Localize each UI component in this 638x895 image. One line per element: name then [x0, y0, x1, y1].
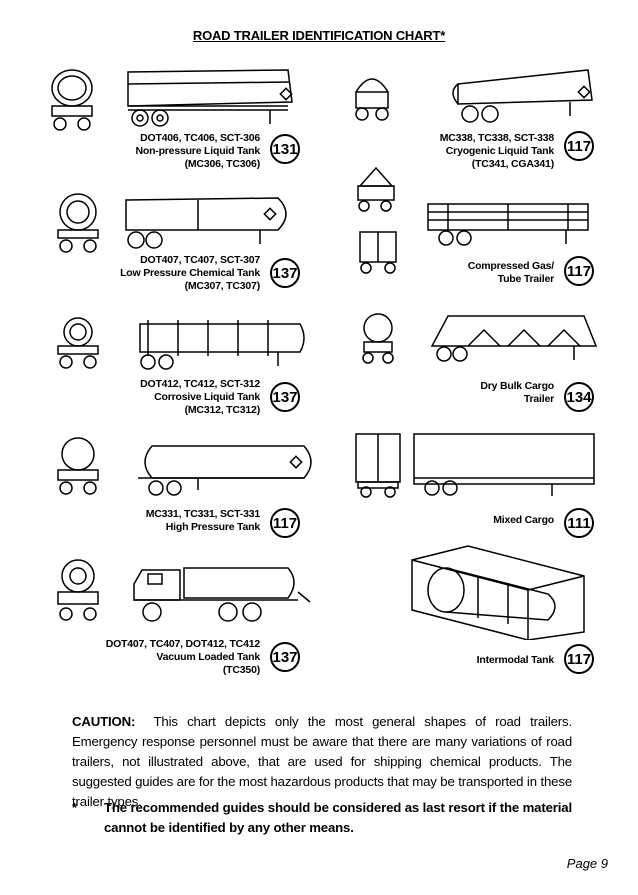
guide-number-badge: 134: [564, 382, 594, 412]
trailer-entry-cryogenic-liquid-tank: MC338, TC338, SCT-338 Cryogenic Liquid T…: [348, 62, 610, 182]
guide-number-badge: 137: [270, 382, 300, 412]
page-number: Page 9: [566, 856, 608, 871]
caution-paragraph: CAUTION: This chart depicts only the mos…: [72, 712, 572, 812]
trailer-label-vacuum-loaded-tank: DOT407, TC407, DOT412, TC412 Vacuum Load…: [105, 638, 261, 676]
trailer-label-dry-bulk-cargo-trailer: Dry Bulk Cargo Trailer: [480, 380, 554, 405]
footnote-text: The recommended guides should be conside…: [104, 800, 572, 835]
trailer-entry-tube-trailer: Compressed Gas/ Tube Trailer 117: [348, 160, 610, 290]
caution-heading: CAUTION:: [72, 714, 136, 729]
intermodal-tank-icon: [348, 542, 610, 640]
trailer-entry-corrosive-liquid-tank: DOT412, TC412, SCT-312 Corrosive Liquid …: [48, 312, 318, 424]
guide-number-badge: 137: [270, 258, 300, 288]
trailer-label-high-pressure-tank: MC331, TC331, SCT-331 High Pressure Tank: [145, 508, 260, 533]
mixed-cargo-trailer-icon: [348, 428, 610, 500]
non-pressure-liquid-tank-icon: [48, 62, 318, 137]
trailer-label-corrosive-liquid-tank: DOT412, TC412, SCT-312 Corrosive Liquid …: [140, 378, 260, 416]
trailer-entry-high-pressure-tank: MC331, TC331, SCT-331 High Pressure Tank…: [48, 434, 318, 544]
guide-number-badge: 117: [270, 508, 300, 538]
trailer-entry-non-pressure-liquid-tank: DOT406, TC406, SCT-306 Non-pressure Liqu…: [48, 62, 318, 182]
guide-number-badge: 111: [564, 508, 594, 538]
dry-bulk-cargo-trailer-icon: [348, 306, 610, 368]
trailer-entry-intermodal-tank: Intermodal Tank 117: [348, 542, 610, 676]
trailer-label-tube-trailer: Compressed Gas/ Tube Trailer: [467, 260, 554, 285]
guide-number-badge: 137: [270, 642, 300, 672]
corrosive-liquid-tank-icon: [48, 312, 318, 376]
trailer-label-non-pressure-liquid-tank: DOT406, TC406, SCT-306 Non-pressure Liqu…: [135, 132, 260, 170]
trailer-label-low-pressure-chemical-tank: DOT407, TC407, SCT-307 Low Pressure Chem…: [120, 254, 260, 292]
trailer-entry-mixed-cargo: Mixed Cargo 111: [348, 428, 610, 538]
trailer-label-cryogenic-liquid-tank: MC338, TC338, SCT-338 Cryogenic Liquid T…: [439, 132, 554, 170]
high-pressure-tank-icon: [48, 434, 318, 502]
trailer-label-mixed-cargo: Mixed Cargo: [493, 514, 554, 526]
caution-text: This chart depicts only the most general…: [72, 714, 572, 809]
guide-number-badge: 117: [564, 644, 594, 674]
trailer-label-intermodal-tank: Intermodal Tank: [476, 654, 555, 666]
guide-number-badge: 131: [270, 134, 300, 164]
trailer-entry-dry-bulk-cargo-trailer: Dry Bulk Cargo Trailer 134: [348, 306, 610, 416]
cryogenic-liquid-tank-icon: [348, 62, 610, 132]
guide-number-badge: 117: [564, 256, 594, 286]
chart-title: ROAD TRAILER IDENTIFICATION CHART*: [192, 28, 446, 43]
footnote-marker: *: [72, 800, 78, 815]
vacuum-loaded-tank-truck-icon: [48, 552, 318, 634]
trailer-entry-low-pressure-chemical-tank: DOT407, TC407, SCT-307 Low Pressure Chem…: [48, 188, 318, 300]
guide-number-badge: 117: [564, 131, 594, 161]
low-pressure-chemical-tank-icon: [48, 188, 318, 260]
tube-trailer-icon: [348, 160, 610, 280]
trailer-entry-vacuum-loaded-tank: DOT407, TC407, DOT412, TC412 Vacuum Load…: [48, 552, 318, 684]
footnote: * The recommended guides should be consi…: [72, 798, 572, 838]
